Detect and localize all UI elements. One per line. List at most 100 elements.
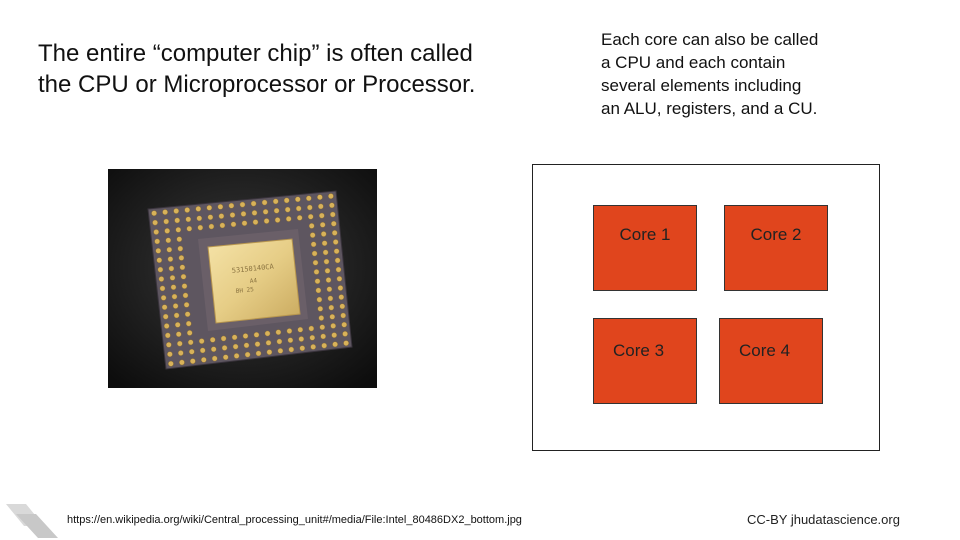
chip-pin <box>316 296 323 303</box>
chip-pin <box>232 343 239 350</box>
chip-pin <box>154 238 161 245</box>
core-2-box: Core 2 <box>724 205 828 291</box>
chip-pin <box>294 196 301 203</box>
chip-pin <box>324 268 331 274</box>
chip-pin <box>217 204 224 210</box>
chip-pin <box>240 211 247 217</box>
chip-pin <box>283 197 290 204</box>
chip-pin <box>207 214 214 221</box>
chip-pin <box>309 232 316 238</box>
chip-pin <box>239 201 246 208</box>
chip-pin <box>174 321 181 328</box>
chip-pin <box>196 215 203 222</box>
chip-pin <box>255 350 262 357</box>
chip-pin <box>266 349 273 355</box>
chip-pin <box>319 222 326 228</box>
credit-text: CC-BY jhudatascience.org <box>747 512 900 527</box>
chip-pin <box>334 257 341 264</box>
chip-pin <box>182 292 189 299</box>
jhu-logo-icon <box>6 504 58 538</box>
chip-pin <box>168 265 175 272</box>
chip-pin <box>175 331 182 337</box>
chip-pin <box>168 360 174 367</box>
chip-pin <box>329 211 336 218</box>
chip-pin <box>163 218 170 225</box>
chip-pin <box>176 236 183 242</box>
chip-pin <box>342 331 348 337</box>
chip-pin <box>326 286 333 292</box>
chip-pin <box>165 237 172 244</box>
chip-pin <box>211 355 218 362</box>
cpu-chip-photo: 53150140CA A4 BH 25 <box>108 169 377 388</box>
chip-pin <box>210 346 217 352</box>
chip-pin <box>173 208 179 214</box>
chip-pin <box>251 210 258 216</box>
chip-pin <box>183 301 190 308</box>
chip-pin <box>329 313 336 320</box>
chip-pin <box>288 346 295 353</box>
chip-pin <box>186 330 193 336</box>
chip-pin <box>262 209 269 215</box>
chip-pin <box>318 212 325 219</box>
chip-pin <box>320 231 327 237</box>
chip-pin <box>338 294 345 300</box>
chip-pin <box>219 222 226 229</box>
chip-pin <box>151 210 157 217</box>
chip-pin <box>230 221 237 228</box>
chip-pin <box>272 198 279 205</box>
chip-pin <box>180 273 187 280</box>
chip-pin <box>274 217 281 223</box>
chip-pin <box>167 256 174 262</box>
chip-pin <box>314 278 321 284</box>
chip-pin <box>252 219 259 225</box>
chip-pin <box>179 264 186 271</box>
chip-pin <box>306 204 313 211</box>
chip-pin <box>220 335 227 342</box>
chip-pin <box>313 269 320 275</box>
chip-pin <box>169 275 176 281</box>
chip-pin <box>311 250 318 257</box>
chip-pin <box>325 277 332 283</box>
chip-pin <box>277 347 284 354</box>
chip-pin <box>233 353 240 359</box>
chip-pin <box>185 320 192 327</box>
chip-pin <box>177 340 183 347</box>
chip-pin <box>174 217 180 224</box>
chip-pin <box>242 333 249 339</box>
chip-pin <box>178 255 185 261</box>
chip-pin <box>285 216 292 222</box>
chip-pin <box>317 194 323 201</box>
chip-pin <box>208 223 215 230</box>
chip-pin <box>167 351 173 357</box>
chip-pin <box>336 276 343 282</box>
chip-pin <box>250 200 257 207</box>
chip-pin <box>175 227 182 233</box>
chip-pin <box>185 216 192 223</box>
chip-pin <box>309 334 316 341</box>
chip-pin <box>263 218 270 224</box>
chip-pin <box>206 205 213 211</box>
chip-pin <box>160 295 167 301</box>
chip-pin <box>173 312 180 319</box>
chip-pin <box>171 293 178 300</box>
chip-pin <box>243 342 250 349</box>
chip-pin <box>331 230 338 236</box>
chip-pin <box>330 220 337 227</box>
chip-pin <box>327 295 334 302</box>
chip-pin <box>229 212 236 218</box>
chip-pin <box>186 225 193 232</box>
chip-pin <box>190 358 196 364</box>
core-description: Each core can also be called a CPU and e… <box>601 30 819 118</box>
chip-pin <box>312 259 319 266</box>
chip-pin <box>308 325 315 332</box>
chip-pin <box>273 207 280 214</box>
chip-pin <box>184 311 191 317</box>
chip-pin <box>172 303 179 309</box>
chip-pin <box>323 258 330 265</box>
chip-pin <box>320 333 326 340</box>
chip-pin <box>298 336 305 342</box>
chip-pin <box>184 207 190 213</box>
chip-pin <box>166 341 172 348</box>
image-source-link[interactable]: https://en.wikipedia.org/wiki/Central_pr… <box>67 514 522 526</box>
